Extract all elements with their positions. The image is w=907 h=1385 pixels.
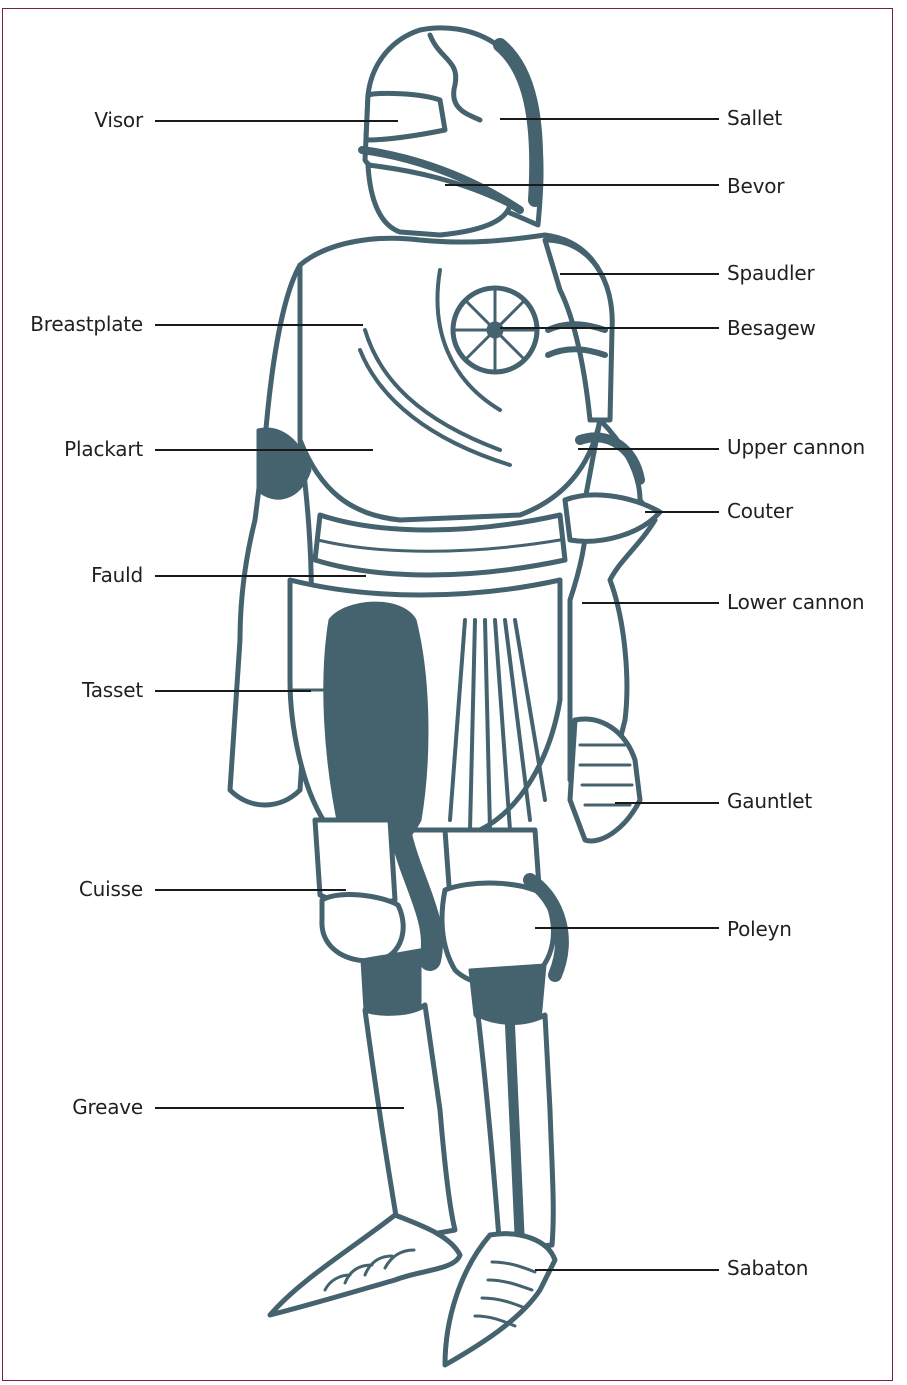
fauld-icon [312, 512, 568, 578]
label-sabaton: Sabaton [727, 1256, 809, 1280]
label-bevor: Bevor [727, 174, 785, 198]
label-fauld: Fauld [91, 563, 143, 587]
label-besagew: Besagew [727, 316, 816, 340]
label-poleyn: Poleyn [727, 917, 792, 941]
leader-line-upper-cannon [578, 448, 719, 450]
leader-line-lower-cannon [582, 602, 719, 604]
label-greave: Greave [72, 1095, 143, 1119]
label-lower-cannon: Lower cannon [727, 590, 865, 614]
besagew-icon [450, 285, 540, 375]
label-upper-cannon: Upper cannon [727, 435, 866, 459]
leader-line-greave [155, 1107, 404, 1109]
leader-line-gauntlet [615, 802, 719, 804]
sabaton-icon [267, 1212, 558, 1368]
leader-line-bevor [445, 184, 719, 186]
label-breastplate: Breastplate [30, 312, 143, 336]
leader-line-tasset [155, 690, 311, 692]
bevor-icon [365, 162, 513, 238]
leader-line-poleyn [535, 927, 719, 929]
label-cuisse: Cuisse [78, 877, 143, 901]
leader-line-visor [155, 120, 398, 122]
gauntlet-icon [567, 716, 643, 844]
leader-line-couter [645, 511, 719, 513]
leader-line-spaudler [560, 273, 719, 275]
label-visor: Visor [94, 108, 143, 132]
leader-line-sallet [500, 118, 719, 120]
label-tasset: Tasset [82, 678, 143, 702]
label-gauntlet: Gauntlet [727, 789, 813, 813]
label-couter: Couter [727, 499, 794, 523]
leader-line-sabaton [535, 1269, 719, 1271]
visor-icon [363, 90, 448, 143]
leader-line-breastplate [155, 324, 363, 326]
greave-icon [362, 1002, 458, 1243]
figure-frame [2, 8, 893, 1381]
leader-line-fauld [155, 575, 366, 577]
label-spaudler: Spaudler [727, 261, 815, 285]
label-plackart: Plackart [64, 437, 143, 461]
leader-line-plackart [155, 449, 373, 451]
leader-line-besagew [500, 327, 719, 329]
leader-line-cuisse [155, 889, 346, 891]
label-sallet: Sallet [727, 106, 783, 130]
